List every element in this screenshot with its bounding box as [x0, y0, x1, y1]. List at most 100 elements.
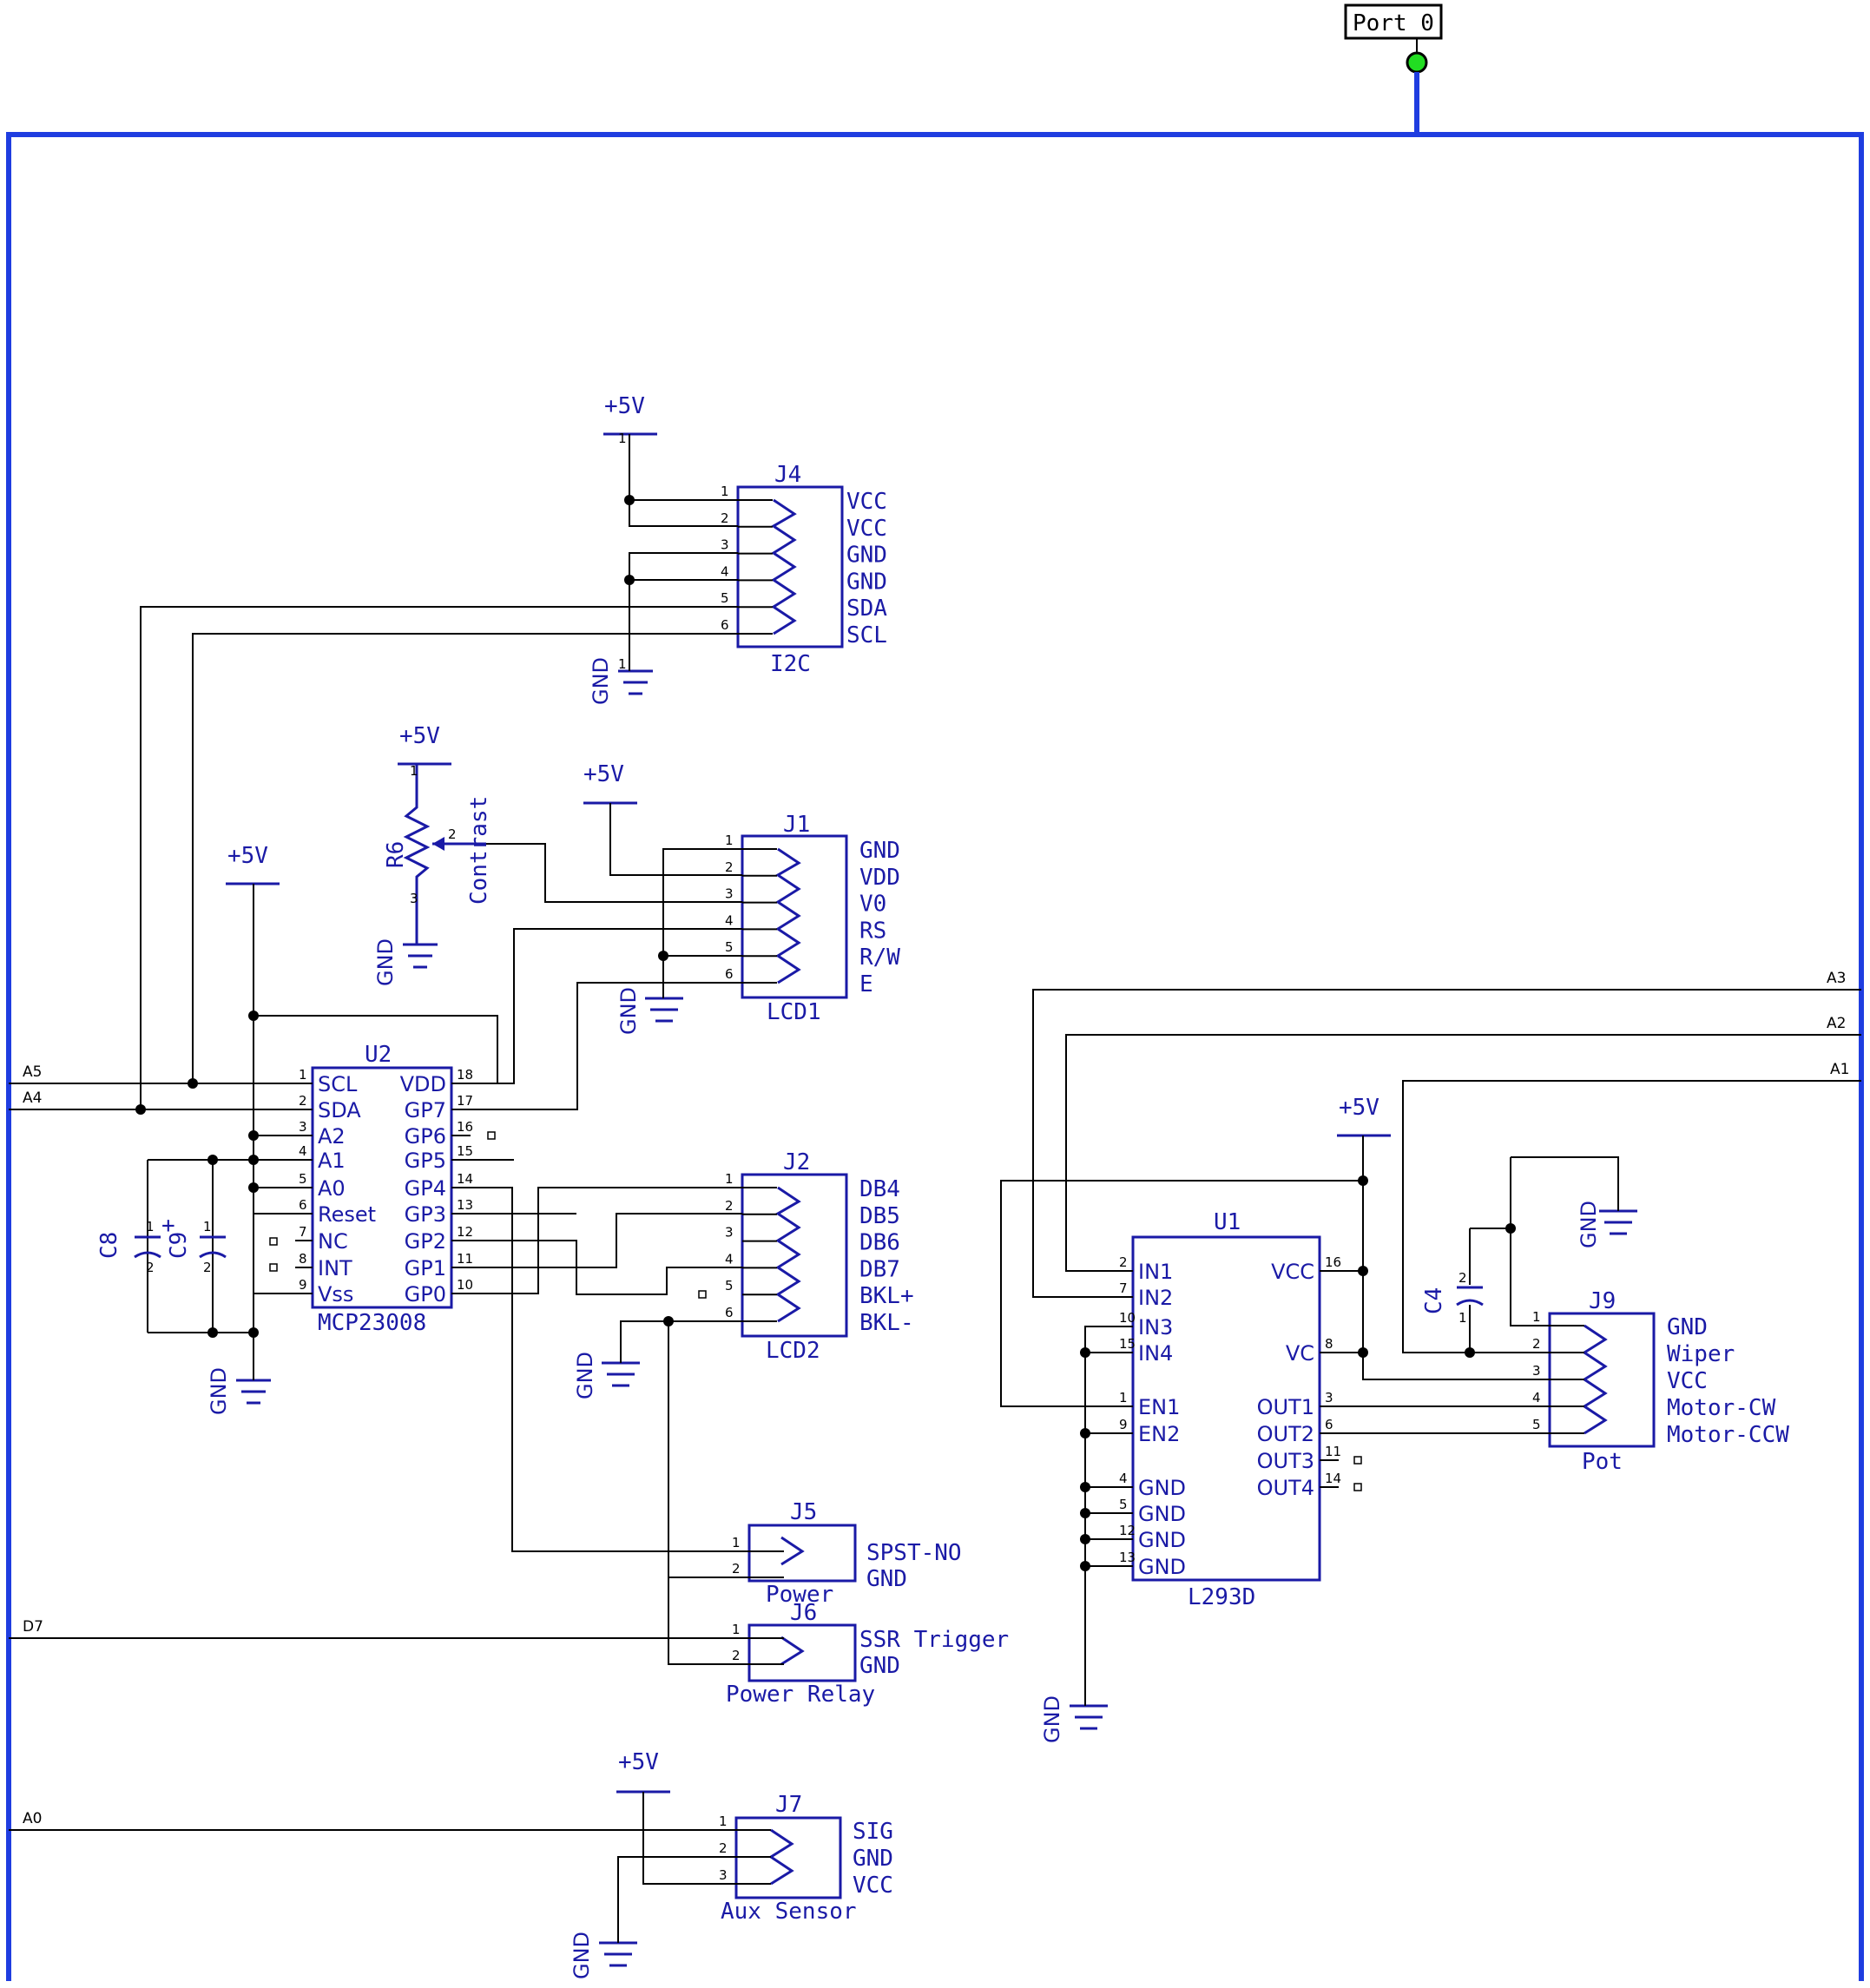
r6-ref: R6 — [383, 841, 409, 868]
j2-ref: J2 — [783, 1149, 810, 1175]
j1-pin-label: VDD — [859, 865, 900, 891]
u1-right-pin-number: 16 — [1325, 1254, 1341, 1270]
c8-polarity: + — [161, 1213, 175, 1239]
u2-right-pin-number: 10 — [457, 1277, 473, 1293]
u1-left-pin-number: 2 — [1119, 1254, 1128, 1270]
junctions — [135, 495, 1516, 1571]
port-box[interactable] — [1344, 3, 1443, 40]
no-connect-marks — [269, 1131, 1362, 1491]
net-a3: A3 — [1827, 970, 1846, 987]
c8-capacitor[interactable]: C8 + 1 2 — [96, 1160, 175, 1333]
svg-text:1: 1 — [618, 656, 627, 672]
c9-capacitor[interactable]: C9 1 2 — [166, 1160, 227, 1333]
u2-left-pin-label: Reset — [318, 1202, 376, 1227]
j6-pin-number: 1 — [732, 1622, 741, 1637]
j1-ref: J1 — [783, 812, 810, 838]
j4-connector[interactable]: J4 I2C — [736, 462, 844, 677]
u1-right-pin-label: OUT3 — [1257, 1449, 1314, 1473]
j9-pin-label: VCC — [1667, 1368, 1708, 1394]
u2-vcc-symbol: +5V — [226, 843, 280, 885]
j5-value: Power — [766, 1582, 833, 1608]
j7-value: Aux Sensor — [721, 1899, 857, 1925]
u1-right-pin-label: OUT4 — [1257, 1476, 1314, 1500]
j1-pin-number: 1 — [725, 833, 734, 848]
j9-value: Pot — [1582, 1449, 1623, 1475]
u2-right-pin-label: GP3 — [405, 1202, 446, 1227]
j9-pin-label: GND — [1667, 1314, 1708, 1340]
u2-right-pin-number: 18 — [457, 1067, 473, 1083]
j2-pin-label: DB5 — [859, 1203, 900, 1229]
j2-pin-label: DB4 — [859, 1176, 900, 1202]
u1-left-pin-number: 9 — [1119, 1417, 1128, 1432]
svg-text:2: 2 — [1458, 1270, 1467, 1286]
svg-text:+5V: +5V — [583, 761, 624, 787]
port-connector[interactable] — [1406, 51, 1428, 74]
u1-left-pin-number: 1 — [1119, 1390, 1128, 1405]
u2-left-pin-label: A0 — [318, 1176, 346, 1201]
j5-connector[interactable]: J5 Power — [747, 1499, 857, 1608]
u2-right-pin-label: GP5 — [405, 1149, 446, 1173]
j2-pin-number: 4 — [725, 1251, 734, 1267]
j4-pin-number: 4 — [721, 563, 729, 579]
net-a5: A5 — [23, 1063, 42, 1081]
u2-left-pin-label: INT — [318, 1256, 352, 1280]
j2-gnd-symbol: GND — [573, 1352, 640, 1399]
j6-pin-label: SSR Trigger — [859, 1627, 1009, 1653]
j2-pin-label: DB7 — [859, 1256, 900, 1282]
u2-left-pin-label: Vss — [318, 1282, 353, 1307]
u2-left-pin-number: 6 — [299, 1197, 307, 1213]
j1-pin-label: GND — [859, 838, 900, 864]
u2-right-pin-label: GP0 — [405, 1282, 446, 1307]
svg-text:2: 2 — [448, 826, 457, 842]
j4-vcc-symbol: +5V 1 — [603, 393, 657, 446]
j4-pin-number: 2 — [721, 510, 729, 526]
j2-connector[interactable]: J2 LCD2 — [741, 1149, 848, 1364]
u2-left-pin-label: A2 — [318, 1124, 346, 1149]
u2-right-pin-label: GP2 — [405, 1229, 446, 1254]
u2-right-pin-number: 13 — [457, 1197, 473, 1213]
j4-value: I2C — [770, 651, 811, 677]
c4-capacitor[interactable]: C4 2 1 — [1421, 1228, 1484, 1352]
j1-connector[interactable]: J1 LCD1 — [741, 812, 848, 1025]
j5-pin-label: GND — [866, 1566, 907, 1592]
u2-right-pin-label: GP1 — [405, 1256, 446, 1280]
u1-ref: U1 — [1214, 1209, 1241, 1235]
r6-potentiometer[interactable]: +5V R6 Contrast GND 1 2 3 — [373, 723, 492, 986]
port-label: Port 0 — [1353, 10, 1434, 36]
u1-gnd-symbol: GND — [1040, 1695, 1108, 1743]
net-a0: A0 — [23, 1810, 42, 1827]
j1-pin-number: 5 — [725, 939, 734, 955]
u1-left-pin-label: EN2 — [1138, 1422, 1180, 1446]
j9-pin-label: Wiper — [1667, 1341, 1735, 1367]
u2-right-pin-label: VDD — [400, 1072, 446, 1096]
j4-pin-number: 6 — [721, 617, 729, 633]
u2-left-pin-number: 8 — [299, 1251, 307, 1267]
u1-left-pin-label: IN4 — [1138, 1341, 1173, 1366]
svg-text:+5V: +5V — [227, 843, 268, 869]
wires — [9, 434, 1861, 1943]
j2-pin-label: DB6 — [859, 1230, 900, 1256]
svg-text:1: 1 — [1458, 1310, 1467, 1326]
u2-left-pin-number: 2 — [299, 1093, 307, 1109]
u1-left-pin-number: 13 — [1119, 1550, 1136, 1565]
j9-pin-label: Motor-CCW — [1667, 1422, 1789, 1448]
j7-pin-label: VCC — [853, 1873, 893, 1899]
j1-pin-label: RS — [859, 918, 886, 944]
svg-text:1: 1 — [618, 431, 627, 446]
u2-right-pin-number: 11 — [457, 1251, 473, 1267]
j6-connector[interactable]: J6 Power Relay — [726, 1600, 875, 1708]
j6-ref: J6 — [790, 1600, 817, 1626]
svg-text:GND: GND — [573, 1352, 597, 1399]
svg-text:GND: GND — [1040, 1695, 1064, 1743]
c4-ref: C4 — [1421, 1287, 1447, 1314]
j9-connector[interactable]: J9 Pot — [1548, 1288, 1656, 1475]
j1-pin-label: V0 — [859, 892, 886, 918]
j7-connector[interactable]: J7 Aux Sensor — [721, 1792, 857, 1925]
u1-left-pin-number: 7 — [1119, 1280, 1128, 1296]
u1-vcc-symbol: +5V — [1337, 1095, 1391, 1137]
svg-text:1: 1 — [410, 763, 418, 779]
j6-pin-number: 2 — [732, 1648, 741, 1663]
u2-right-pin-number: 14 — [457, 1171, 473, 1187]
u2-right-pin-label: GP6 — [405, 1124, 446, 1149]
u1-chip[interactable]: U1 L293D — [1131, 1209, 1321, 1610]
